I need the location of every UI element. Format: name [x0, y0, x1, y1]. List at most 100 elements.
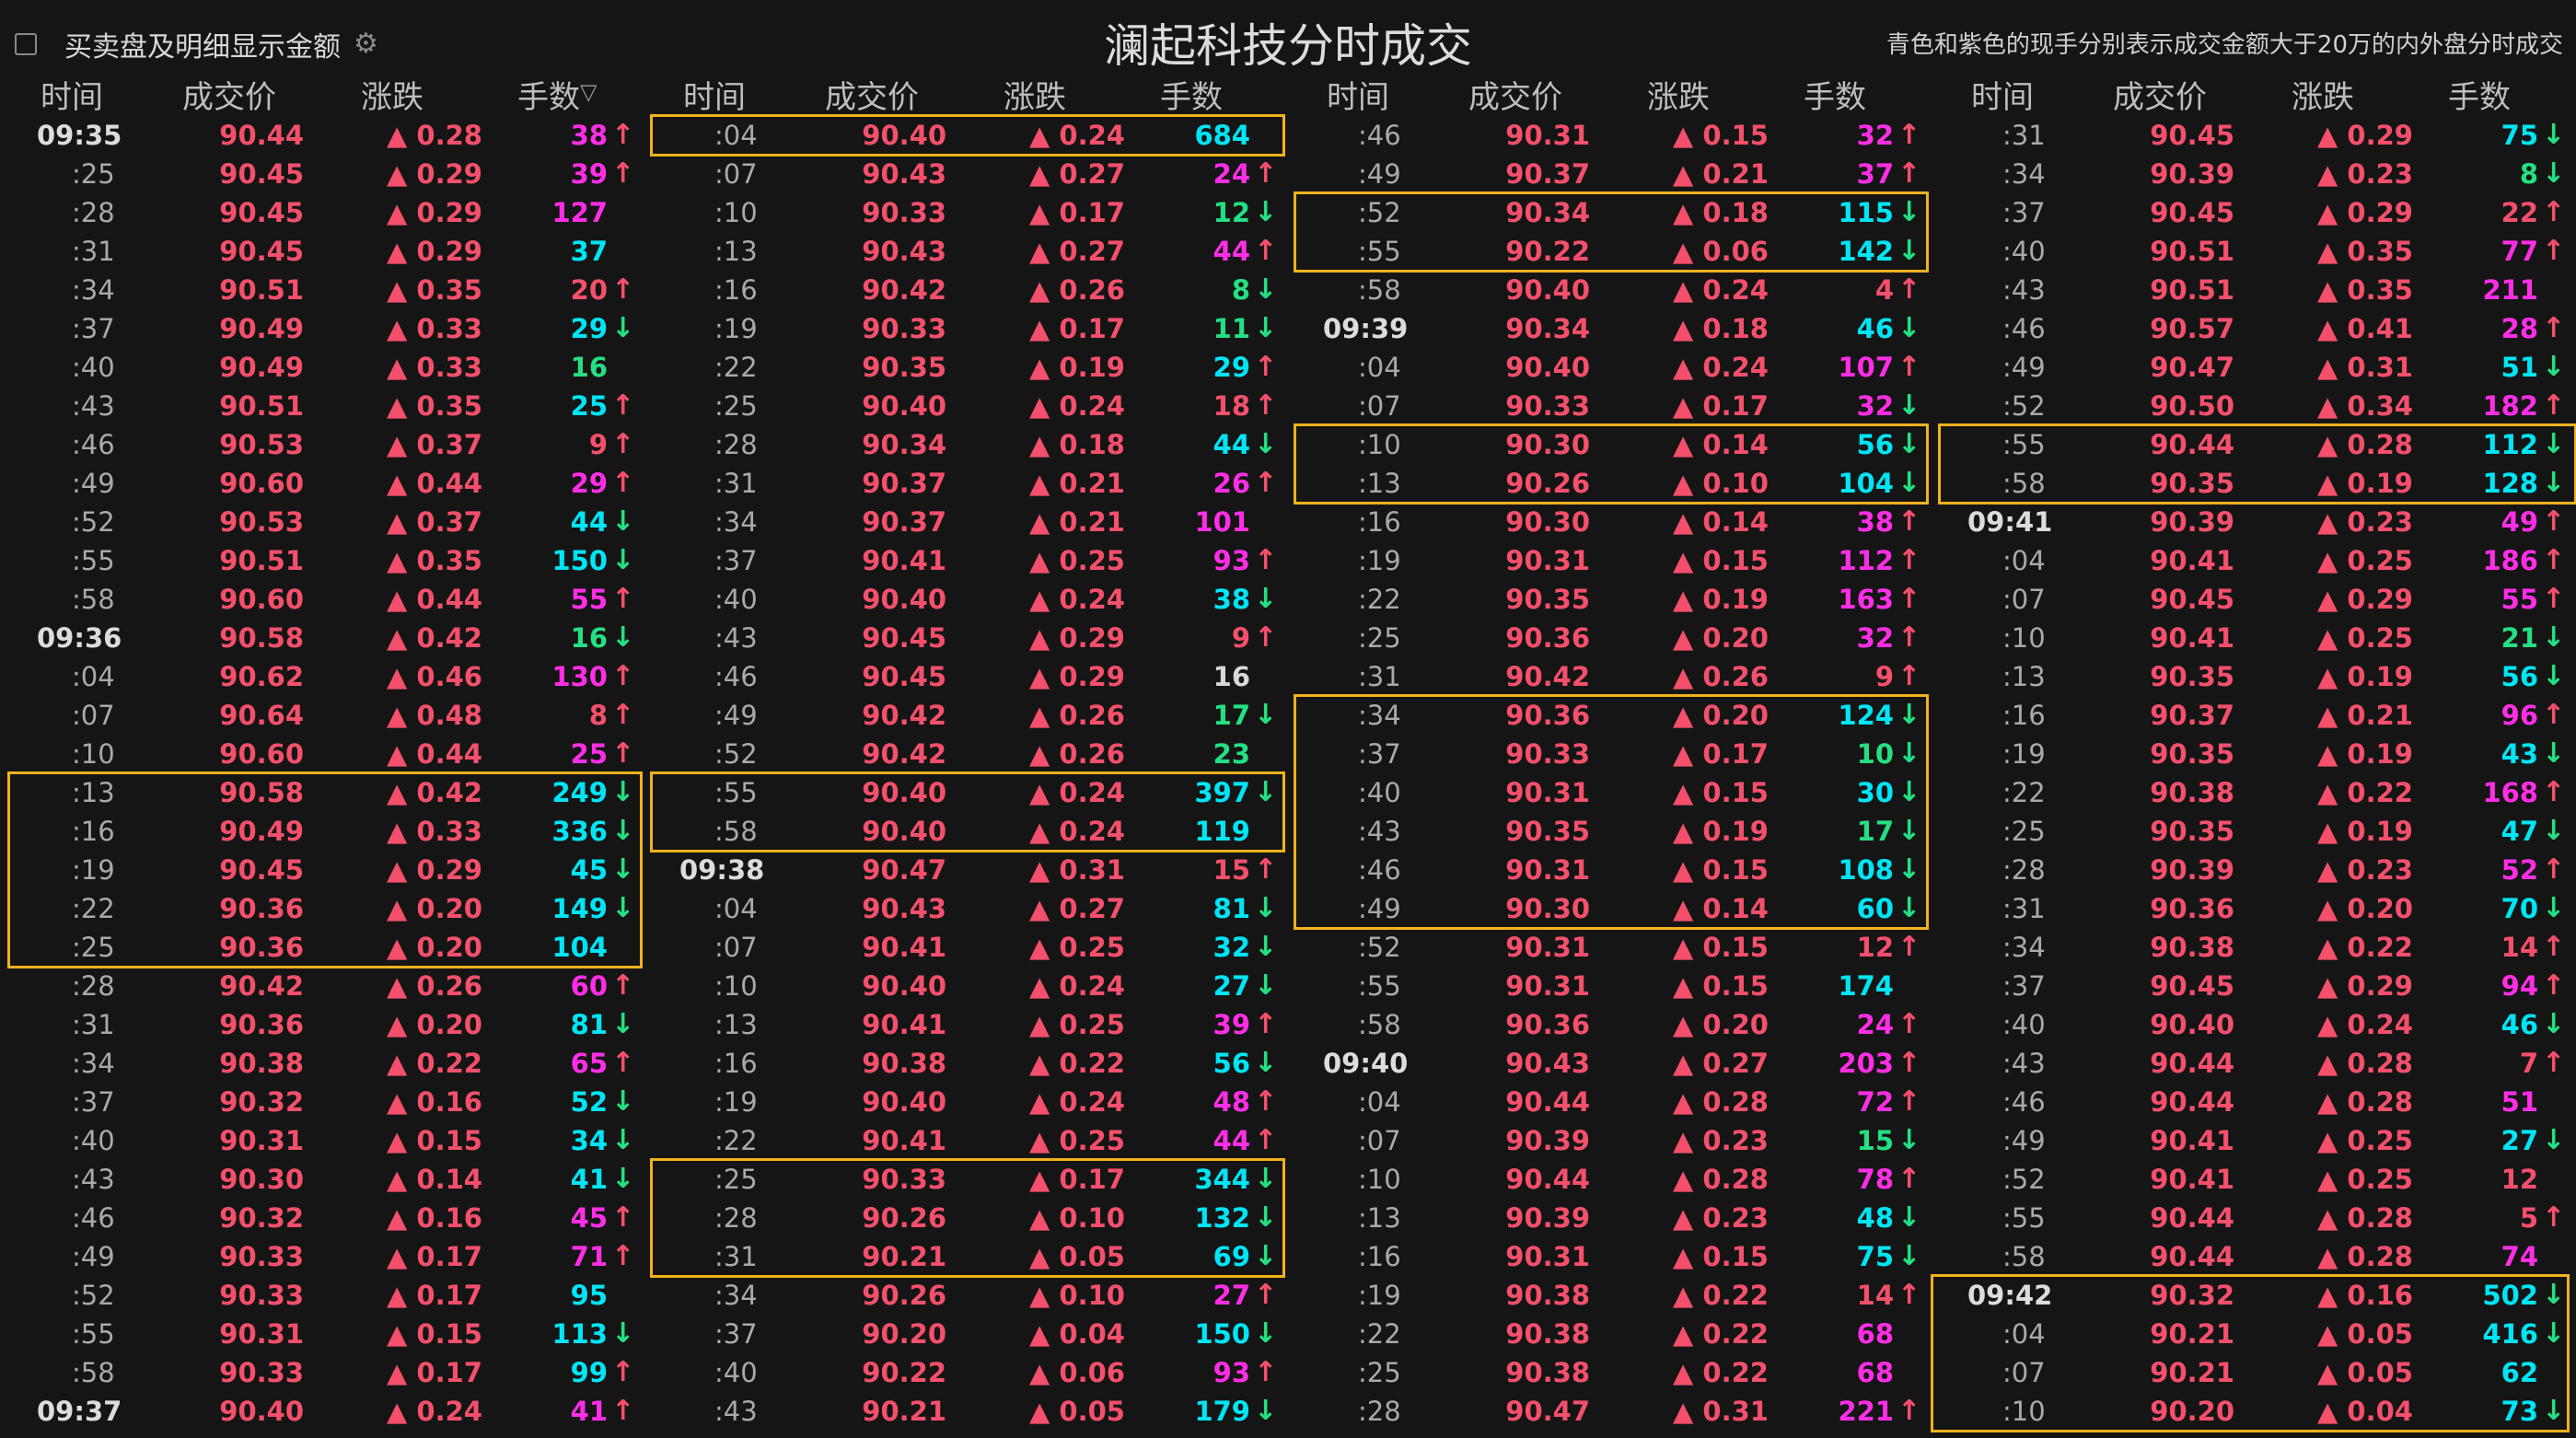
filter-icon[interactable]: ▽: [580, 79, 598, 105]
trade-volume: 7: [2519, 1048, 2538, 1079]
trade-price: 90.26: [862, 1280, 946, 1311]
trade-price: 90.26: [862, 1202, 946, 1234]
trade-change: ▲ 0.25: [2317, 1125, 2413, 1156]
show-amount-checkbox[interactable]: [15, 33, 37, 55]
trade-price: 90.47: [862, 854, 946, 886]
trade-change: ▲ 0.19: [1673, 584, 1769, 615]
arrow-down-icon: ↓: [1254, 583, 1278, 615]
trade-volume: 29: [570, 468, 608, 499]
trade-price: 90.41: [2150, 1164, 2234, 1195]
trade-price: 90.51: [219, 545, 304, 576]
arrow-up-icon: ↑: [2542, 931, 2566, 963]
trade-price: 90.45: [219, 854, 304, 886]
trade-change: ▲ 0.35: [387, 390, 482, 422]
arrow-up-icon: ↑: [611, 1240, 635, 1272]
trade-price: 90.38: [1505, 1357, 1590, 1388]
arrow-down-icon: ↓: [1254, 1201, 1278, 1234]
trade-time: :07: [72, 700, 115, 731]
trade-change: ▲ 0.23: [1673, 1125, 1769, 1156]
trade-price: 90.20: [2150, 1396, 2234, 1427]
arrow-down-icon: ↓: [611, 1085, 635, 1118]
trade-volume: 39: [570, 158, 608, 190]
trade-price: 90.45: [862, 622, 946, 654]
trade-time: 09:40: [1323, 1048, 1409, 1079]
arrow-down-icon: ↓: [1254, 892, 1278, 924]
trade-price: 90.34: [862, 429, 946, 460]
trade-time: :40: [2002, 1009, 2046, 1040]
trade-price: 90.51: [219, 274, 304, 306]
arrow-down-icon: ↓: [2542, 660, 2566, 692]
trade-price: 90.45: [2150, 584, 2234, 615]
trade-change: ▲ 0.29: [2317, 197, 2413, 228]
arrow-up-icon: ↑: [611, 1395, 635, 1427]
trade-time: :16: [1358, 1241, 1401, 1272]
trade-price: 90.38: [862, 1048, 946, 1079]
trade-change: ▲ 0.15: [387, 1125, 482, 1156]
arrow-down-icon: ↓: [1254, 428, 1278, 460]
trade-volume: 60: [570, 970, 608, 1002]
gear-icon[interactable]: ⚙: [354, 28, 378, 60]
trade-volume: 94: [2501, 970, 2538, 1002]
trade-time: :43: [72, 1164, 115, 1195]
arrow-down-icon: ↓: [611, 544, 635, 576]
trade-volume: 25: [570, 390, 608, 422]
trade-change: ▲ 0.10: [1029, 1202, 1125, 1234]
trade-price: 90.40: [862, 120, 946, 151]
trade-change: ▲ 0.29: [387, 854, 482, 886]
trade-change: ▲ 0.37: [387, 506, 482, 538]
trade-volume: 99: [570, 1357, 608, 1388]
trade-volume: 115: [1838, 197, 1894, 228]
show-amount-toggle[interactable]: 买卖盘及明细显示金额 ⚙: [15, 24, 378, 64]
trade-change: ▲ 0.20: [387, 932, 482, 963]
trade-change: ▲ 0.27: [1673, 1048, 1769, 1079]
trade-volume: 249: [551, 777, 608, 808]
trade-price: 90.37: [862, 506, 946, 538]
arrow-up-icon: ↑: [1897, 157, 1921, 190]
trade-volume: 73: [2501, 1396, 2538, 1427]
trade-volume: 49: [2501, 506, 2538, 538]
trade-price: 90.45: [219, 197, 304, 228]
arrow-down-icon: ↓: [611, 815, 635, 847]
arrow-up-icon: ↑: [611, 737, 635, 770]
trade-price: 90.31: [1505, 970, 1590, 1002]
trade-time: :46: [1358, 120, 1401, 151]
trade-volume: 45: [570, 1202, 608, 1234]
trade-volume: 22: [2501, 197, 2538, 228]
trade-price: 90.60: [219, 468, 304, 499]
trade-time: 09:36: [37, 622, 122, 654]
trade-time: :04: [2002, 1318, 2046, 1350]
trade-time: :25: [1358, 622, 1401, 654]
arrow-up-icon: ↑: [1897, 1085, 1921, 1118]
trade-time: :13: [714, 1009, 758, 1040]
trade-time: :25: [72, 932, 115, 963]
trade-change: ▲ 0.22: [1673, 1357, 1769, 1388]
trade-time: :10: [2002, 622, 2046, 654]
trade-volume: 12: [1856, 932, 1894, 963]
trade-volume: 48: [1213, 1086, 1250, 1118]
trade-volume: 416: [2482, 1318, 2538, 1350]
trade-price: 90.51: [219, 390, 304, 422]
trade-change: ▲ 0.15: [1673, 1241, 1769, 1272]
arrow-up-icon: ↑: [611, 157, 635, 190]
trade-change: ▲ 0.20: [1673, 700, 1769, 731]
trade-price: 90.58: [219, 622, 304, 654]
trade-price: 90.31: [1505, 854, 1590, 886]
trade-change: ▲ 0.21: [1673, 158, 1769, 190]
trade-change: ▲ 0.31: [2317, 352, 2413, 383]
